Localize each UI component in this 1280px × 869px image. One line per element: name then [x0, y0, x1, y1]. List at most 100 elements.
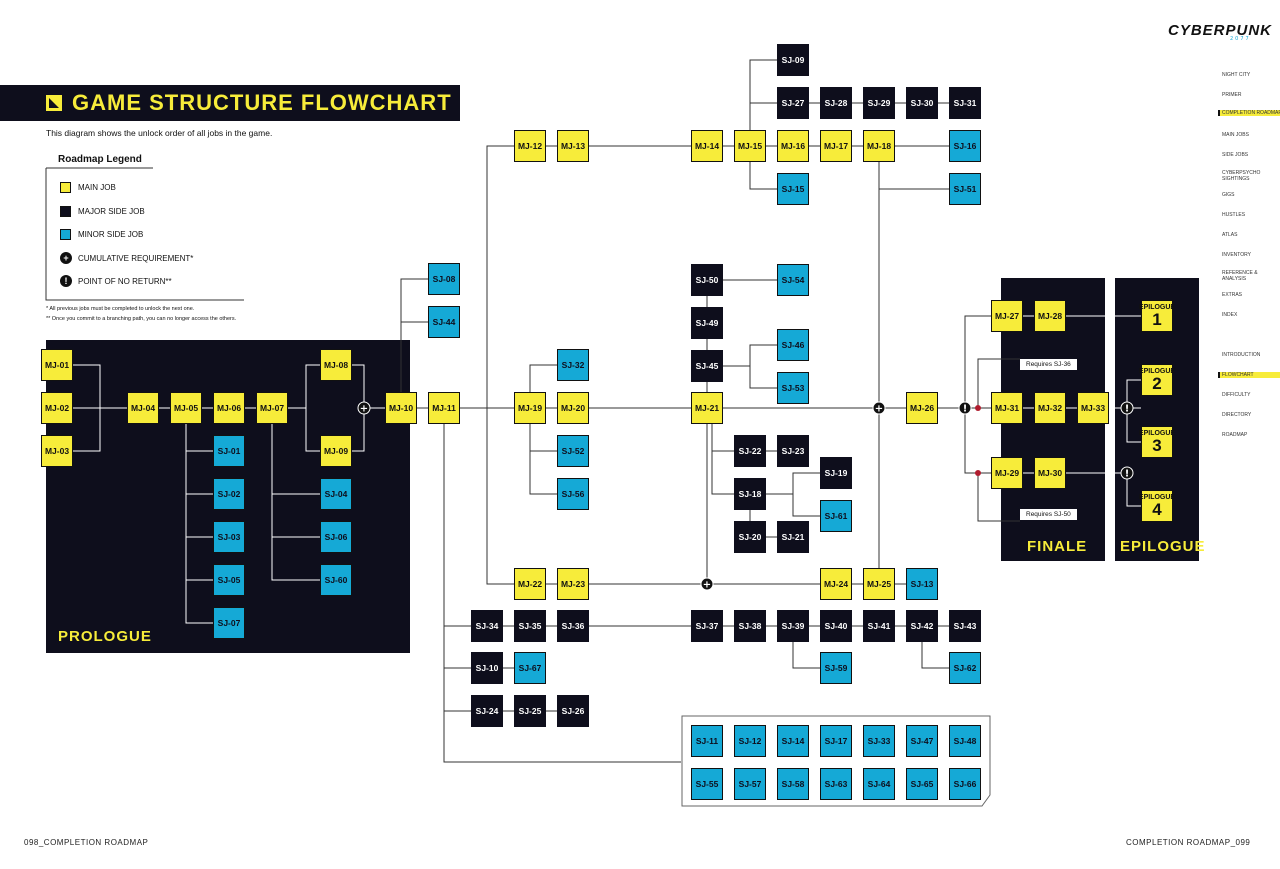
job-node-sj-49: SJ-49: [691, 307, 723, 339]
major-swatch: [60, 206, 71, 217]
job-node-sj-40: SJ-40: [820, 610, 852, 642]
legend-minor-label: MINOR SIDE JOB: [78, 230, 144, 239]
job-node-mj-02: MJ-02: [41, 392, 73, 424]
job-node-sj-30: SJ-30: [906, 87, 938, 119]
legend-cumulative-label: CUMULATIVE REQUIREMENT*: [78, 253, 194, 263]
job-node-sj-10: SJ-10: [471, 652, 503, 684]
job-node-sj-47: SJ-47: [906, 725, 938, 757]
connector: [792, 494, 820, 517]
plus-icon: +: [60, 252, 72, 264]
job-node-mj-01: MJ-01: [41, 349, 73, 381]
side-nav-item[interactable]: EXTRAS: [1222, 292, 1243, 298]
connector: [400, 278, 428, 392]
side-nav-item[interactable]: SIDE JOBS: [1222, 152, 1249, 158]
legend-main: MAIN JOB: [60, 182, 116, 193]
job-node-sj-29: SJ-29: [863, 87, 895, 119]
side-nav-item[interactable]: ROADMAP: [1222, 432, 1248, 438]
job-node-sj-48: SJ-48: [949, 725, 981, 757]
connector: [878, 162, 949, 190]
connector: [749, 59, 777, 130]
side-nav-item[interactable]: HUSTLES: [1222, 212, 1246, 218]
job-node-mj-33: MJ-33: [1077, 392, 1109, 424]
connector: [45, 168, 244, 301]
connector: [271, 424, 320, 581]
side-nav-item[interactable]: COMPLETION ROADMAP: [1218, 110, 1280, 116]
note-1: * All previous jobs must be completed to…: [46, 306, 195, 312]
legend-ponr-label: POINT OF NO RETURN**: [78, 276, 172, 286]
connector: [749, 366, 777, 389]
job-node-sj-05: SJ-05: [213, 564, 245, 596]
job-node-sj-07: SJ-07: [213, 607, 245, 639]
title-icon: [46, 95, 62, 111]
connector: [529, 364, 557, 392]
minor-jobs-box: [681, 715, 991, 807]
side-nav-item[interactable]: NIGHT CITY: [1222, 72, 1251, 78]
connector: [486, 145, 514, 408]
page-title: GAME STRUCTURE FLOWCHART: [72, 90, 452, 115]
job-node-mj-12: MJ-12: [514, 130, 546, 162]
side-nav-item[interactable]: ATLAS: [1222, 232, 1238, 238]
side-nav-item[interactable]: INVENTORY: [1222, 252, 1251, 258]
job-node-mj-04: MJ-04: [127, 392, 159, 424]
footer-right: COMPLETION ROADMAP_099: [1126, 838, 1251, 847]
job-node-mj-29: MJ-29: [991, 457, 1023, 489]
job-node-mj-05: MJ-05: [170, 392, 202, 424]
side-nav-item[interactable]: PRIMER: [1222, 92, 1242, 98]
job-node-sj-11: SJ-11: [691, 725, 723, 757]
side-nav-item[interactable]: REFERENCE & ANALYSIS: [1222, 270, 1258, 282]
job-node-mj-03: MJ-03: [41, 435, 73, 467]
job-node-sj-17: SJ-17: [820, 725, 852, 757]
title-bar: [0, 85, 460, 121]
side-nav-item[interactable]: FLOWCHART: [1218, 372, 1280, 378]
logo-subtitle: 2077: [1230, 36, 1251, 42]
connector: [185, 424, 213, 624]
job-node-sj-67: SJ-67: [514, 652, 546, 684]
job-node-mj-09: MJ-09: [320, 435, 352, 467]
connector: [766, 472, 820, 495]
job-node-sj-39: SJ-39: [777, 610, 809, 642]
job-node-sj-16: SJ-16: [949, 130, 981, 162]
side-nav-item[interactable]: INTRODUCTION: [1222, 352, 1261, 358]
side-nav-item[interactable]: DIFFICULTY: [1222, 392, 1251, 398]
job-node-mj-26: MJ-26: [906, 392, 938, 424]
job-node-mj-13: MJ-13: [557, 130, 589, 162]
job-node-sj-32: SJ-32: [557, 349, 589, 381]
connector: [305, 408, 320, 452]
job-node-sj-45: SJ-45: [691, 350, 723, 382]
cumulative-icon-glyph: +: [360, 404, 368, 415]
point-of-no-return-icon-glyph: !: [1125, 469, 1130, 480]
job-node-sj-63: SJ-63: [820, 768, 852, 800]
job-node-sj-51: SJ-51: [949, 173, 981, 205]
epilogue-number: 1: [1152, 310, 1162, 329]
job-node-sj-18: SJ-18: [734, 478, 766, 510]
connector: [711, 451, 734, 495]
side-nav-item[interactable]: INDEX: [1222, 312, 1238, 318]
side-nav-item[interactable]: DIRECTORY: [1222, 412, 1252, 418]
connector: [977, 473, 1020, 522]
connector: [288, 364, 320, 409]
job-node-sj-37: SJ-37: [691, 610, 723, 642]
point-of-no-return-icon-glyph: !: [1125, 404, 1130, 415]
job-node-sj-09: SJ-09: [777, 44, 809, 76]
epilogue-region-label: EPILOGUE: [1120, 538, 1206, 555]
job-node-sj-22: SJ-22: [734, 435, 766, 467]
job-node-sj-53: SJ-53: [777, 372, 809, 404]
side-nav-item[interactable]: GIGS: [1222, 192, 1235, 198]
side-nav-item[interactable]: MAIN JOBS: [1222, 132, 1249, 138]
job-node-sj-25: SJ-25: [514, 695, 546, 727]
point-of-no-return-icon: [1120, 466, 1134, 480]
connector: [964, 408, 991, 474]
cumulative-icon-glyph: +: [875, 404, 883, 415]
job-node-sj-64: SJ-64: [863, 768, 895, 800]
job-node-sj-27: SJ-27: [777, 87, 809, 119]
side-nav-item[interactable]: CYBERPSYCHO SIGHTINGS: [1222, 170, 1261, 182]
exclamation-icon: !: [60, 275, 72, 287]
job-node-mj-32: MJ-32: [1034, 392, 1066, 424]
epilogue-number: 3: [1152, 436, 1162, 455]
job-node-sj-43: SJ-43: [949, 610, 981, 642]
job-node-mj-07: MJ-07: [256, 392, 288, 424]
job-node-sj-26: SJ-26: [557, 695, 589, 727]
connector: [964, 315, 991, 408]
